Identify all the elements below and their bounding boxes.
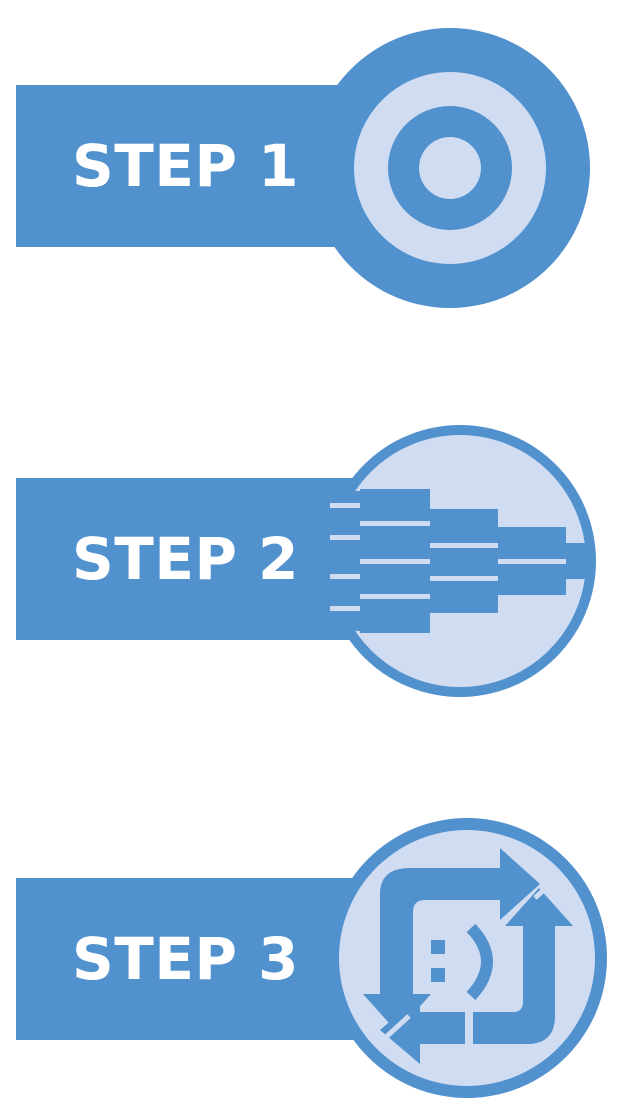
- step-2-label: STEP 2: [72, 525, 300, 593]
- target-icon: [305, 28, 595, 308]
- step-3-label: STEP 3: [72, 925, 300, 993]
- step-2-bar: [16, 478, 366, 640]
- step-1-bar: [16, 85, 356, 247]
- step-3-bar: [16, 878, 356, 1040]
- step-1-label: STEP 1: [72, 132, 300, 200]
- step-2: STEP 2: [0, 0, 630, 697]
- cycle-arrows-smiley-icon: [325, 816, 615, 1106]
- step-1: STEP 1: [0, 0, 630, 308]
- converging-bars-icon: [320, 419, 610, 709]
